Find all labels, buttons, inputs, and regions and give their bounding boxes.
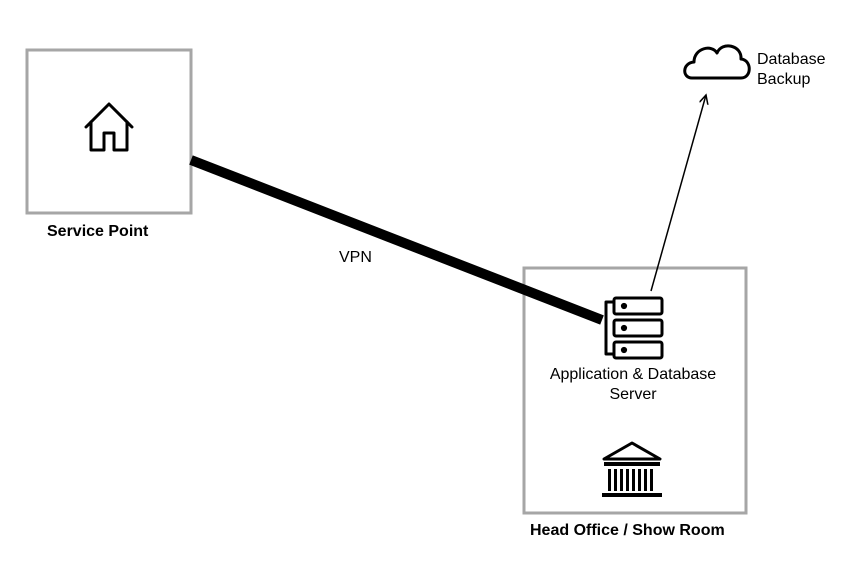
house-icon	[84, 102, 134, 152]
server-label-line1: Application & Database	[549, 366, 717, 383]
vpn-connection-line	[189, 155, 604, 325]
server-stack-icon	[604, 296, 664, 360]
server-label-line2: Server	[609, 386, 657, 403]
bank-building-icon	[602, 441, 662, 497]
head-office-box	[522, 266, 748, 515]
backup-arrow	[650, 95, 706, 292]
service-point-box	[25, 48, 193, 215]
head-office-label: Head Office / Show Room	[530, 522, 725, 539]
backup-label-line1: Database	[757, 51, 826, 68]
vpn-label: VPN	[339, 249, 372, 266]
service-point-label: Service Point	[47, 223, 149, 240]
cloud-icon	[683, 44, 751, 80]
backup-label-line2: Backup	[757, 71, 811, 88]
